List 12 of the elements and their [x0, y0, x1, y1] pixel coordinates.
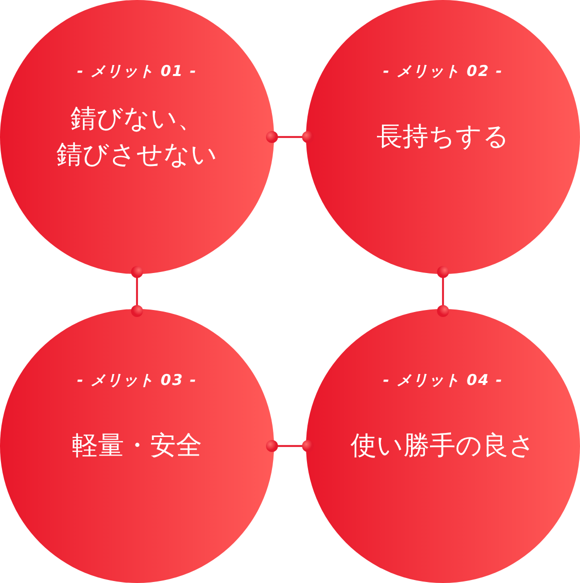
merit-heading: - メリット 03 - [77, 371, 197, 390]
merit-title: 使い勝手の良さ [350, 430, 536, 463]
merit-heading: - メリット 04 - [383, 371, 503, 390]
connector [131, 266, 143, 317]
connector [266, 440, 314, 452]
merit-heading: - メリット 02 - [383, 62, 503, 81]
merit-title: 錆びない、錆びさせない [56, 103, 218, 172]
connector [266, 131, 314, 143]
merit-title: 長持ちする [376, 121, 510, 154]
connector [437, 266, 449, 317]
merit-title: 軽量・安全 [71, 430, 203, 463]
merit-heading: - メリット 01 - [77, 62, 197, 81]
